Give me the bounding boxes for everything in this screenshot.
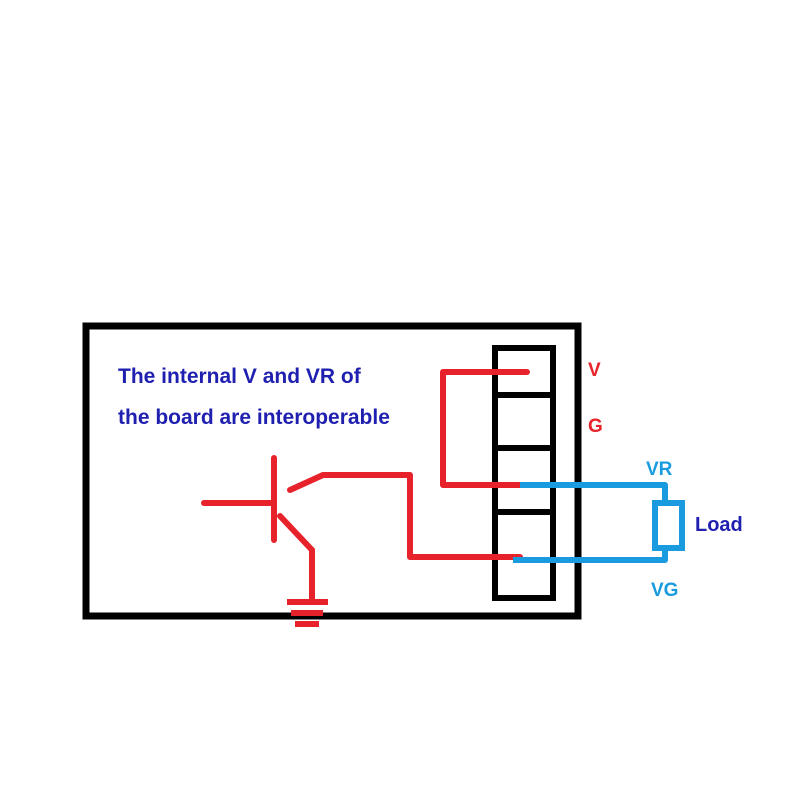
collector-wire bbox=[287, 472, 523, 560]
resistor-load-icon bbox=[652, 500, 685, 551]
external-wiring bbox=[513, 482, 668, 563]
note-line-1: The internal V and VR of bbox=[118, 365, 362, 388]
note-line-2: the board are interoperable bbox=[118, 406, 390, 429]
load-label: Load bbox=[695, 514, 743, 536]
pin-label-vg: VG bbox=[651, 580, 678, 601]
pin-label-v: V bbox=[588, 360, 601, 381]
internal-wiring bbox=[287, 369, 530, 560]
ground-icon bbox=[287, 599, 328, 627]
pin-label-vr: VR bbox=[646, 459, 673, 480]
vr-wire bbox=[520, 482, 668, 503]
terminal-block-icon bbox=[492, 345, 556, 601]
pin-label-g: G bbox=[588, 416, 603, 437]
board-outline bbox=[82, 322, 582, 620]
vg-wire bbox=[513, 548, 668, 563]
v-vr-jumper-wire bbox=[440, 369, 530, 488]
npn-transistor-icon bbox=[201, 455, 315, 603]
